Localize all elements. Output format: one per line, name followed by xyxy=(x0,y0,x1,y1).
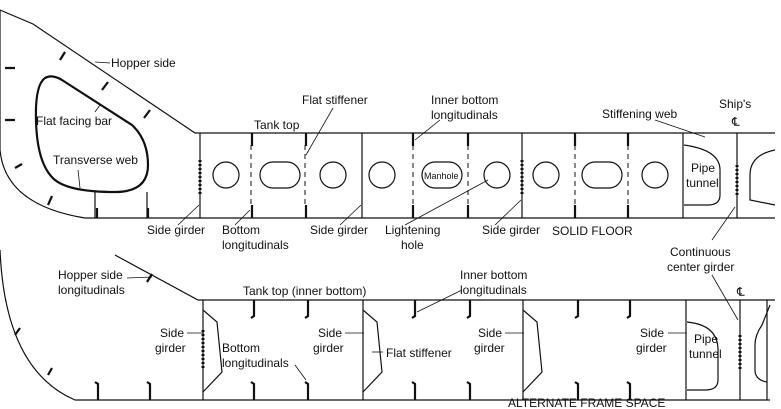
label-side: Side xyxy=(640,326,664,340)
label-flat-facing-bar: Flat facing bar xyxy=(36,114,112,128)
label-ships: Ship's xyxy=(719,97,751,111)
lightening-holes xyxy=(212,161,669,189)
label-manhole: Manhole xyxy=(424,171,459,181)
label-inner-bottom: Inner bottom xyxy=(431,93,498,107)
label-side: Side xyxy=(478,326,502,340)
solid-floor-section: Hopper side Flat facing bar Transverse w… xyxy=(0,9,776,274)
centerline-symbol: ℄ xyxy=(731,115,740,129)
label-girder: girder xyxy=(474,341,505,355)
label-lightening-hole-2: hole xyxy=(401,238,424,252)
label-center-girder: center girder xyxy=(667,260,734,274)
centerline-symbol: ℄ xyxy=(736,285,745,299)
label-tank-top-inner-bottom: Tank top (inner bottom) xyxy=(243,284,366,298)
label-flat-stiffener: Flat stiffener xyxy=(386,346,452,360)
label-flat-stiffener: Flat stiffener xyxy=(302,93,368,107)
label-side-girder: Side girder xyxy=(482,223,540,237)
label-side: Side xyxy=(318,326,342,340)
label-continuous: Continuous xyxy=(670,245,731,259)
label-inner-bottom: Inner bottom xyxy=(460,268,527,282)
label-bottom-longitudinals-2: longitudinals xyxy=(222,238,289,252)
label-hopper-side-longitudinals: Hopper side xyxy=(58,268,123,282)
label-tunnel: tunnel xyxy=(686,176,719,190)
label-pipe: Pipe xyxy=(694,332,718,346)
flat-facing-bar xyxy=(34,75,150,194)
label-side: Side xyxy=(160,326,184,340)
label-transverse-web: Transverse web xyxy=(53,153,138,167)
label-bottom-longitudinals: Bottom xyxy=(222,341,260,355)
label-bottom-longitudinals: Bottom xyxy=(222,223,260,237)
label-side-girder: Side girder xyxy=(310,223,368,237)
alternate-frame-section: Hopper side longitudinals Tank top (inne… xyxy=(0,249,775,409)
label-inner-bottom-2: longitudinals xyxy=(460,283,527,297)
label-stiffening-web: Stiffening web xyxy=(602,107,677,121)
label-tunnel: tunnel xyxy=(689,347,722,361)
label-girder: girder xyxy=(313,341,344,355)
label-girder: girder xyxy=(636,341,667,355)
label-pipe: Pipe xyxy=(691,161,715,175)
label-hopper-side-longitudinals-2: longitudinals xyxy=(58,283,125,297)
label-bottom-longitudinals-2: longitudinals xyxy=(222,356,289,370)
label-side-girder: Side girder xyxy=(147,223,205,237)
label-tank-top: Tank top xyxy=(254,118,300,132)
label-solid-floor: SOLID FLOOR xyxy=(552,224,633,238)
label-lightening-hole: Lightening xyxy=(385,223,440,237)
label-inner-bottom-2: longitudinals xyxy=(431,108,498,122)
label-girder: girder xyxy=(155,341,186,355)
label-hopper-side: Hopper side xyxy=(111,56,176,70)
pipe-tunnel xyxy=(683,144,721,206)
caption-alternate-frame-space: ALTERNATE FRAME SPACE xyxy=(508,396,665,409)
manholes xyxy=(259,161,623,189)
